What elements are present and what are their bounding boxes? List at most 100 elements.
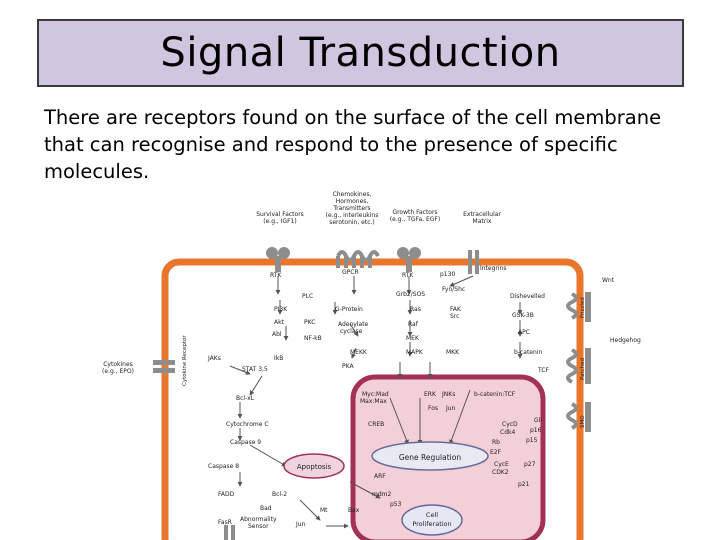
caspase8-label: Caspase 8 <box>208 463 239 470</box>
slide-body-text: There are receptors found on the surface… <box>44 106 662 183</box>
cell-proliferation-label-1: Cell <box>426 511 438 519</box>
abl-label: Abl <box>272 331 282 338</box>
slide-title: Signal Transduction <box>160 30 561 76</box>
bcl-xl-label: Bcl-xL <box>236 395 255 402</box>
smo-receptor <box>566 402 591 432</box>
jnks-label: JNKs <box>441 391 455 398</box>
pka-label: PKA <box>342 363 354 370</box>
apoptosis-label: Apoptosis <box>297 463 332 471</box>
cdk4-label: Cdk4 <box>500 429 515 436</box>
nfkb-label: NF-kB <box>304 335 322 342</box>
gpcr-receptor <box>336 250 380 268</box>
ras-label: Ras <box>410 306 421 313</box>
smo-label: SMO <box>580 415 586 428</box>
dishevelled-label: Dishevelled <box>510 293 545 300</box>
adenylate-cyclase-label-1: Adenylate <box>338 321 369 328</box>
rb-label: Rb <box>492 439 500 446</box>
cell-proliferation-label-2: Proliferation <box>412 520 451 528</box>
cytokines-label-1: Cytokines <box>103 361 133 368</box>
bax-label: Bax <box>348 507 360 514</box>
chemokines-label-5: serotonin, etc.) <box>329 219 375 226</box>
p21-label: p21 <box>518 481 530 488</box>
survival-factors-label-1: Survival Factors <box>256 211 304 218</box>
cyce-label: CycE <box>494 461 509 468</box>
gli-label: Gli <box>534 417 542 424</box>
apc-label: APC <box>518 329 530 336</box>
fadd-label: FADD <box>218 491 235 498</box>
mapk-label: MAPK <box>406 349 424 356</box>
p16-label: p16 <box>530 427 542 434</box>
creb-label: CREB <box>368 421 384 428</box>
fasr-receptor <box>224 525 235 540</box>
bcl2-label: Bcl-2 <box>272 491 287 498</box>
pkc-label: PKC <box>304 319 315 326</box>
fak-label: FAK <box>450 306 462 313</box>
fos-label: Fos <box>428 405 438 412</box>
survival-factors-label-2: (e.g., IGF1) <box>263 218 297 225</box>
wnt-label: Wnt <box>602 277 615 284</box>
src-label: Src <box>450 313 459 320</box>
myc-mad-label-2: Max:Max <box>360 398 387 405</box>
beta-catenin-label: b-catenin <box>514 349 542 356</box>
fasr-label: FasR <box>218 519 232 526</box>
mek-label: MEK <box>406 335 420 342</box>
plc-label: PLC <box>302 293 313 300</box>
cytokine-receptor <box>153 360 175 373</box>
g-protein-label: G-Protein <box>335 306 363 313</box>
arf-label: ARF <box>374 473 386 480</box>
extracellular-matrix-label-2: Matrix <box>473 218 492 225</box>
cytokine-receptor-label: Cytokine Receptor <box>182 335 188 386</box>
jun-bottom-label: Jun <box>295 521 306 528</box>
hedgehog-label: Hedgehog <box>610 337 641 344</box>
pi3k-label: PI3K <box>274 306 288 313</box>
bcat-tcf-label: b-catenin:TCF <box>474 391 516 398</box>
chemokines-label-4: (e.g., interleukins <box>326 212 379 219</box>
fyn-shc-label: Fyn/Shc <box>442 286 465 293</box>
cytochrome-c-label: Cytochrome C <box>226 421 269 428</box>
p15-label: p15 <box>526 437 538 444</box>
frizzled-label: Frizzled <box>580 297 586 318</box>
bad-label: Bad <box>260 505 272 512</box>
mdm2-label: mdm2 <box>372 491 391 498</box>
chemokines-label-1: Chemokines, <box>333 191 372 198</box>
rtk-right-label: RTK <box>402 272 414 279</box>
signal-transduction-diagram: Gene Regulation Apoptosis Cell Prolifera… <box>102 191 641 540</box>
grb2-sos-label: Grb2/SOS <box>396 291 425 298</box>
cell-proliferation-block: Cell Proliferation <box>401 504 463 536</box>
stat-label: STAT 3,5 <box>242 366 268 373</box>
caspase9-label: Caspase 9 <box>230 439 261 446</box>
erk-label: ERK <box>424 391 437 398</box>
frizzled-receptor <box>566 292 591 322</box>
mkk-label: MKK <box>446 349 460 356</box>
growth-factors-label-2: (e.g., TGFa, EGF) <box>390 216 440 223</box>
rtk-left-label: RTK <box>270 272 282 279</box>
growth-factors-label-1: Growth Factors <box>392 209 437 216</box>
integrins-label: Integrins <box>480 265 507 272</box>
patched-label: Patched <box>580 358 586 380</box>
gsk3b-label: GSK-3B <box>512 312 534 319</box>
mekk-label: MEKK <box>350 349 368 356</box>
p130-label: p130 <box>440 271 455 278</box>
p53-label: p53 <box>390 501 402 508</box>
cytokines-label-2: (e.g., EPO) <box>102 368 134 375</box>
slide-title-box: Signal Transduction <box>37 19 684 87</box>
extracellular-matrix-label-1: Extracellular <box>463 211 501 218</box>
e2f-label: E2F <box>490 449 502 456</box>
raf-label: Raf <box>408 321 419 328</box>
gpcr-label: GPCR <box>342 269 359 276</box>
chemokines-label-2: Hormones, <box>336 198 369 205</box>
gene-regulation-block: Gene Regulation <box>371 441 489 471</box>
tcf-label: TCF <box>537 367 550 374</box>
cdk2-label: CDK2 <box>492 469 509 476</box>
apoptosis-block: Apoptosis <box>283 453 345 479</box>
myc-mad-label-1: Myc:Mad <box>362 391 389 398</box>
ikb-label: IkB <box>274 355 283 362</box>
jaks-label: JAKs <box>207 355 221 362</box>
abnormality-sensor-label-2: Sensor <box>248 523 269 530</box>
akt-label: Akt <box>274 319 285 326</box>
cycd-label: CycD <box>502 421 518 428</box>
patched-receptor <box>566 348 591 384</box>
gene-regulation-label: Gene Regulation <box>399 453 461 462</box>
p27-label: p27 <box>524 461 536 468</box>
chemokines-label-3: Transmitters <box>332 205 370 212</box>
